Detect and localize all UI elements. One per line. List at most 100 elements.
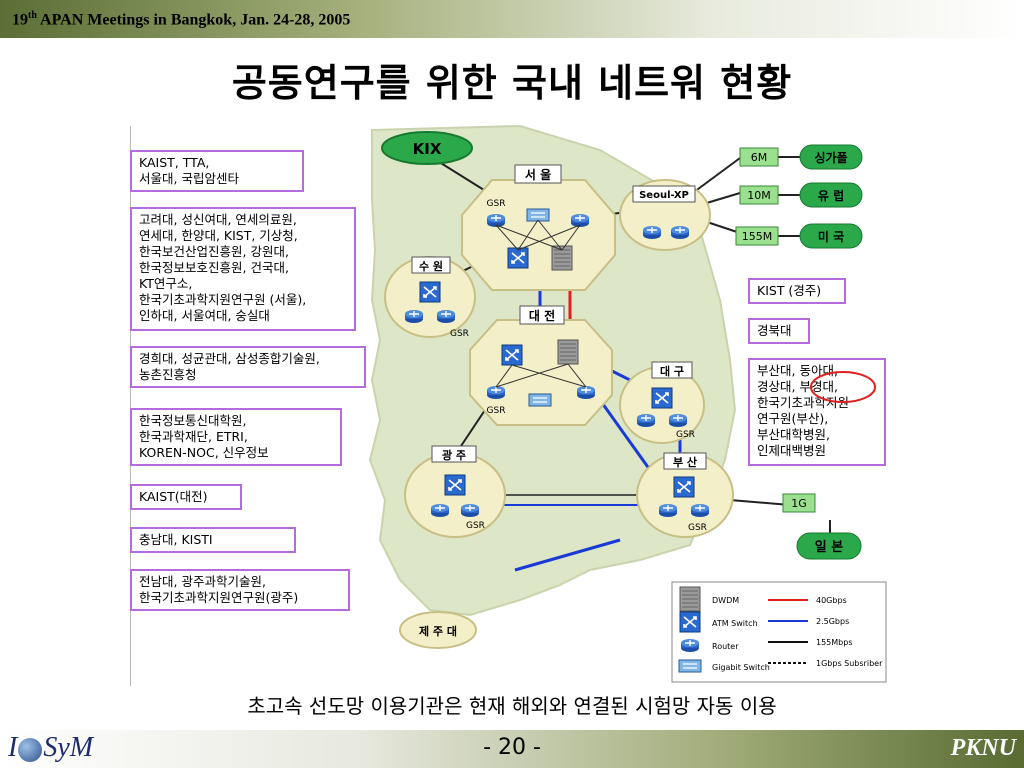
router-icon xyxy=(668,413,688,428)
institution-line: 한국정보보호진흥원, 건국대, xyxy=(139,260,289,275)
atm-switch-icon xyxy=(651,387,673,409)
institution-line: KIST (경주) xyxy=(757,283,822,298)
institution-box-suwon: 경희대, 성균관대, 삼성종합기술원, 농촌진흥청 xyxy=(130,346,366,388)
institution-line: 한국보건산업진흥원, 강원대, xyxy=(139,244,289,259)
router-icon xyxy=(460,503,480,518)
gsr-label: GSR xyxy=(487,406,506,416)
institution-line: 농촌진흥청 xyxy=(139,367,197,382)
router-icon xyxy=(404,309,424,324)
institution-box-busan: 부산대, 동아대, 경상대, 부경대, 한국기초과학지원 연구원(부산), 부산… xyxy=(748,358,886,466)
router-icon xyxy=(636,413,656,428)
router-icon xyxy=(430,503,450,518)
institution-line: 경희대, 성균관대, 삼성종합기술원, xyxy=(139,351,320,366)
router-icon xyxy=(670,225,690,240)
kix-pill xyxy=(381,131,473,165)
bandwidth-label: 155M xyxy=(742,230,773,243)
meeting-title: 19th APAN Meetings in Bangkok, Jan. 24-2… xyxy=(12,10,351,29)
bandwidth-label: 6M xyxy=(751,151,768,164)
institution-line: 인제대백병원 xyxy=(757,443,827,458)
institution-box-kaist: KAIST(대전) xyxy=(130,484,242,510)
institution-box-kist-gyeongju: KIST (경주) xyxy=(748,278,846,304)
legend-item: Router xyxy=(712,642,739,651)
gigabit-switch-icon xyxy=(528,393,552,407)
institution-line: 부산대, 동아대, xyxy=(757,363,838,378)
slide-title: 공동연구를 위한 국내 네트워 현황 xyxy=(231,61,793,105)
gsr-label: GSR xyxy=(688,523,707,533)
gsr-label: GSR xyxy=(487,199,506,209)
gwangju-label: 광 주 xyxy=(442,449,466,462)
suwon-label: 수 원 xyxy=(419,259,443,273)
legend-item: ATM Switch xyxy=(712,619,758,628)
institution-box-seoul-2: 고려대, 성신여대, 연세의료원, 연세대, 한양대, KIST, 기상청, 한… xyxy=(130,207,356,331)
institution-line: 한국과학재단, ETRI, xyxy=(139,429,248,444)
institution-line: 연세대, 한양대, KIST, 기상청, xyxy=(139,228,298,243)
institution-box-gwangju: 전남대, 광주과학기술원, 한국기초과학지원연구원(광주) xyxy=(130,569,350,611)
atm-switch-icon xyxy=(419,281,441,303)
legend-line: 40Gbps xyxy=(816,596,847,605)
institution-line: 한국기초과학지원 xyxy=(757,395,850,410)
daegu-label: 대 구 xyxy=(660,364,684,378)
institution-line: KT연구소, xyxy=(139,276,193,291)
dwdm-icon xyxy=(679,586,701,612)
legend-item: DWDM xyxy=(712,596,739,605)
institution-line: 한국기초과학지원연구원(광주) xyxy=(139,590,299,605)
dwdm-icon xyxy=(557,339,579,365)
page-number: - 20 - xyxy=(483,735,541,760)
footer-bar xyxy=(0,730,1024,768)
institution-line: 서울대, 국립암센타 xyxy=(139,171,239,186)
atm-switch-icon xyxy=(507,247,529,269)
legend-line: 2.5Gbps xyxy=(816,617,849,626)
institution-box-kisti: 충남대, KISTI xyxy=(130,527,296,553)
seoul-xp-label: Seoul-XP xyxy=(639,190,689,201)
atm-switch-icon xyxy=(444,474,466,496)
gigabit-switch-icon xyxy=(678,659,702,673)
seoul-label: 서 울 xyxy=(525,167,551,182)
institution-line: 전남대, 광주과학기술원, xyxy=(139,574,266,589)
router-icon xyxy=(436,309,456,324)
gsr-label: GSR xyxy=(450,329,469,339)
gigabit-switch-icon xyxy=(526,208,550,222)
institution-line: 부산대학병원, xyxy=(757,427,830,442)
globe-icon xyxy=(18,737,43,762)
pknu-logo: PKNU xyxy=(950,735,1016,761)
institution-box-daejeon: 한국정보통신대학원, 한국과학재단, ETRI, KOREN-NOC, 신우정보 xyxy=(130,408,342,466)
gsr-label: GSR xyxy=(676,430,695,440)
institution-line: 충남대, KISTI xyxy=(139,532,213,547)
router-icon xyxy=(680,638,700,653)
jeju-node xyxy=(399,611,477,649)
bandwidth-label: 1G xyxy=(791,497,807,510)
destination-label: 유 럽 xyxy=(818,189,844,203)
kix-label: KIX xyxy=(413,140,442,158)
destination-label: 일 본 xyxy=(815,540,843,555)
institution-line: KAIST(대전) xyxy=(139,489,208,504)
institution-line: 한국기초과학지원연구원 (서울), xyxy=(139,292,307,307)
caption: 초고속 선도망 이용기관은 현재 해외와 연결된 시험망 자동 이용 xyxy=(247,694,777,718)
router-icon xyxy=(690,503,710,518)
gsr-label: GSR xyxy=(466,521,485,531)
atm-switch-icon xyxy=(501,344,523,366)
router-icon xyxy=(642,225,662,240)
institution-line: KOREN-NOC, 신우정보 xyxy=(139,445,269,460)
daejeon-label: 대 전 xyxy=(529,308,555,323)
header-bar: 19th APAN Meetings in Bangkok, Jan. 24-2… xyxy=(0,0,1024,38)
busan-label: 부 산 xyxy=(673,455,697,469)
router-icon xyxy=(576,385,596,400)
institution-line: 경북대 xyxy=(757,323,792,338)
legend-line: 155Mbps xyxy=(816,638,853,647)
legend xyxy=(671,581,887,683)
legend-line: 1Gbps Subsriber xyxy=(816,659,883,668)
legend-item: Gigabit Switch xyxy=(712,663,770,672)
atm-switch-icon xyxy=(673,476,695,498)
institution-line: KAIST, TTA, xyxy=(139,155,210,170)
jeju-label: 제 주 대 xyxy=(419,624,457,638)
institution-line: 한국정보통신대학원, xyxy=(139,413,247,428)
institution-line: 인하대, 서울여대, 숭실대 xyxy=(139,308,270,323)
router-icon xyxy=(658,503,678,518)
atm-switch-icon xyxy=(679,611,701,633)
institution-line: 경상대, 부경대, xyxy=(757,379,838,394)
institution-line: 고려대, 성신여대, 연세의료원, xyxy=(139,212,297,227)
institution-box-kyungpook: 경북대 xyxy=(748,318,810,344)
destination-label: 싱가폴 xyxy=(814,150,847,165)
